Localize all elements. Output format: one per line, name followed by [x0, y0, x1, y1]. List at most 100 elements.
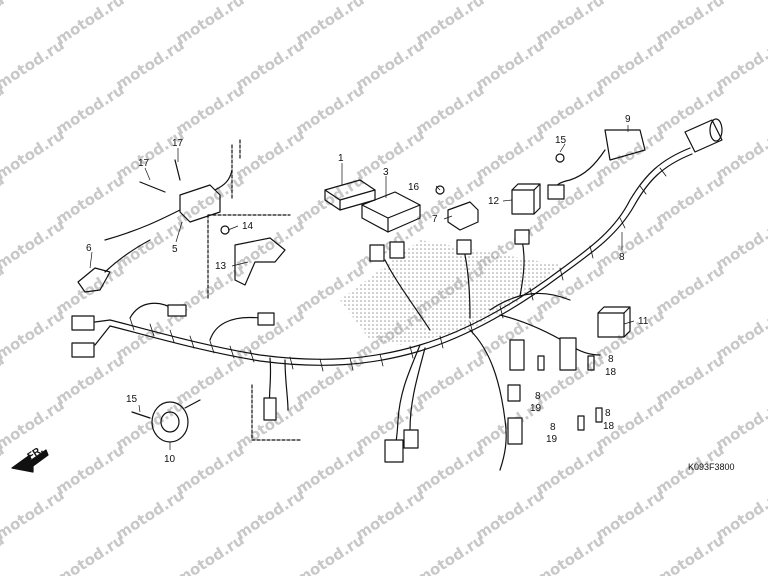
- watermark-text: motod.ru: [52, 351, 127, 409]
- callout-18-b: 18: [603, 421, 615, 432]
- watermark-text: motod.ru: [352, 486, 427, 544]
- watermark-text: motod.ru: [0, 306, 68, 364]
- watermark-text: motod.ru: [412, 441, 487, 499]
- watermark-text: motod.ru: [112, 36, 187, 94]
- part-13-14-frame: [207, 214, 291, 301]
- watermark-text: motod.ru: [172, 441, 247, 499]
- watermark-text: motod.ru: [532, 0, 607, 48]
- watermark-text: motod.ru: [532, 531, 607, 576]
- connector-c: [167, 304, 187, 317]
- part-12-relay: [511, 189, 535, 215]
- callout-18-a: 18: [605, 367, 617, 378]
- part-7-bracket: [447, 201, 479, 231]
- watermark-text: motod.ru: [52, 81, 127, 139]
- part-11-relay: [597, 312, 625, 338]
- watermark-text: motod.ru: [52, 171, 127, 229]
- callout-19-a: 19: [530, 403, 542, 414]
- callout-17-lower: 17: [138, 158, 150, 169]
- shaded-area: [340, 240, 560, 345]
- watermark-text: motod.ru: [0, 216, 68, 274]
- main-harness: [109, 147, 691, 360]
- watermark-text: motod.ru: [712, 486, 768, 544]
- part-16-bolt: [435, 185, 445, 195]
- watermark-text: motod.ru: [712, 216, 768, 274]
- fuse-d: [595, 407, 603, 423]
- connector-right-b: [559, 337, 577, 371]
- callout-19-b: 19: [546, 434, 558, 445]
- harness-end-cap: [684, 119, 723, 153]
- part-9-plug: [547, 184, 565, 200]
- watermark-text: motod.ru: [292, 441, 367, 499]
- watermark-text: motod.ru: [412, 171, 487, 229]
- callout-3: 3: [383, 167, 389, 178]
- callout-10: 10: [164, 454, 176, 465]
- watermark-text: motod.ru: [412, 351, 487, 409]
- watermark-text: motod.ru: [172, 351, 247, 409]
- watermark-text: motod.ru: [472, 36, 547, 94]
- part-3-edge: [361, 204, 421, 233]
- watermark-text: motod.ru: [592, 36, 667, 94]
- watermark-text: motod.ru: [292, 0, 367, 48]
- connector-center-b: [403, 429, 419, 449]
- callouts: 1 3 16 7 12 15 9 17 17 5 6 14 13 8 11 8 …: [26, 114, 735, 472]
- branch-upper-b: [464, 254, 471, 319]
- watermark-text: motod.ru: [112, 486, 187, 544]
- lead-bracket-lower: [251, 384, 301, 441]
- watermark-text: motod.ru: [712, 126, 768, 184]
- fuse-b: [587, 355, 595, 371]
- fuse-a: [537, 355, 545, 371]
- callout-5: 5: [172, 244, 178, 255]
- watermark-text: motod.ru: [532, 441, 607, 499]
- connector-upper-c: [456, 239, 472, 255]
- connector-right-c: [507, 417, 523, 445]
- connector-upper-b: [389, 241, 405, 259]
- part-17-bolt-b: [174, 159, 181, 181]
- callout-7: 7: [432, 214, 438, 225]
- part-15b-bolt: [131, 411, 151, 419]
- connector-right-a: [509, 339, 525, 371]
- callout-13: 13: [215, 261, 227, 272]
- callout-6: 6: [86, 243, 92, 254]
- watermark-text: motod.ru: [292, 171, 367, 229]
- watermark-text: motod.ru: [112, 126, 187, 184]
- callout-17-upper: 17: [172, 138, 184, 149]
- part-14-bolt: [220, 225, 230, 235]
- watermark-text: motod.ru: [172, 531, 247, 576]
- watermark-text: motod.ru: [712, 396, 768, 454]
- diagram-code: K093F3800: [688, 462, 735, 472]
- watermark-text: motod.ru: [652, 531, 727, 576]
- watermark-text: motod.ru: [0, 486, 68, 544]
- harness-wraps: [129, 167, 667, 372]
- watermark-text: motod.ru: [712, 306, 768, 364]
- callout-14: 14: [242, 221, 254, 232]
- callout-8-c: 8: [535, 391, 541, 402]
- watermark-text: motod.ru: [232, 36, 307, 94]
- callout-8-e: 8: [550, 422, 556, 433]
- front-arrow-icon: [11, 449, 49, 473]
- main-harness-outer: [109, 153, 693, 366]
- part-1-edge: [324, 189, 376, 211]
- watermark-text: motod.ru: [652, 171, 727, 229]
- watermark-text: motod.ru: [352, 126, 427, 184]
- callout-8-b: 8: [608, 354, 614, 365]
- part-6-plug-cap: [77, 267, 111, 293]
- watermark-text: motod.ru: [652, 0, 727, 48]
- watermark-text: motod.ru: [112, 396, 187, 454]
- part-3-box: [361, 191, 421, 233]
- harness-end-cap-face: [709, 118, 723, 142]
- connector-mid: [507, 384, 521, 402]
- part-15-bolt: [555, 153, 565, 163]
- connector-lower: [263, 397, 277, 421]
- watermark-text: motod.ru: [232, 126, 307, 184]
- watermark-text: motod.ru: [412, 531, 487, 576]
- watermark-text: motod.ru: [52, 531, 127, 576]
- callout-1: 1: [338, 153, 344, 164]
- watermark-text: motod.ru: [412, 81, 487, 139]
- leader-lines: [89, 125, 635, 450]
- watermark-text: motod.ru: [532, 81, 607, 139]
- part-5-coil: [179, 184, 221, 223]
- callout-15: 15: [555, 135, 567, 146]
- fuse-c: [577, 415, 585, 431]
- connector-d: [257, 312, 275, 326]
- watermark-text: motod.ru: [0, 0, 8, 48]
